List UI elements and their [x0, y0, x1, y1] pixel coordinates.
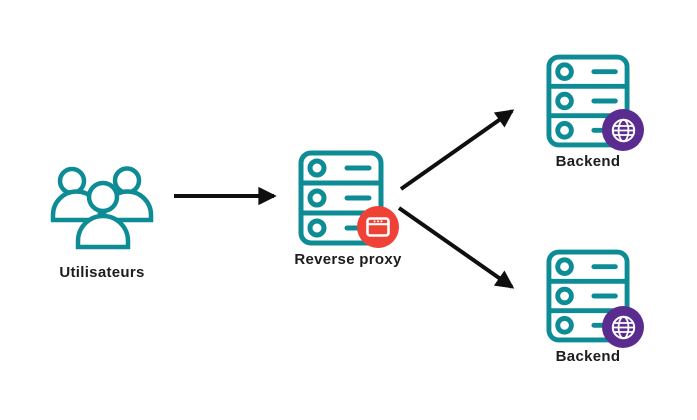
node-users-label: Utilisateurs	[59, 264, 145, 281]
globe-icon	[602, 109, 644, 151]
server-icon	[298, 150, 399, 248]
node-users: Utilisateurs	[50, 162, 154, 281]
node-backend-top-label: Backend	[555, 153, 621, 170]
node-backend-bottom-label: Backend	[555, 348, 621, 365]
arrow-proxy-to-backend-top	[399, 109, 515, 191]
globe-icon	[602, 306, 644, 348]
node-reverse-proxy-label: Reverse proxy	[294, 251, 402, 268]
node-reverse-proxy: Reverse proxy	[294, 150, 401, 268]
users-group-icon	[50, 162, 154, 259]
server-icon	[546, 54, 644, 151]
node-backend-top: Backend	[546, 54, 644, 170]
server-icon	[546, 249, 644, 348]
node-backend-bottom: Backend	[546, 249, 644, 365]
browser-window-icon	[357, 206, 399, 248]
arrow-proxy-to-backend-bottom	[397, 206, 515, 289]
